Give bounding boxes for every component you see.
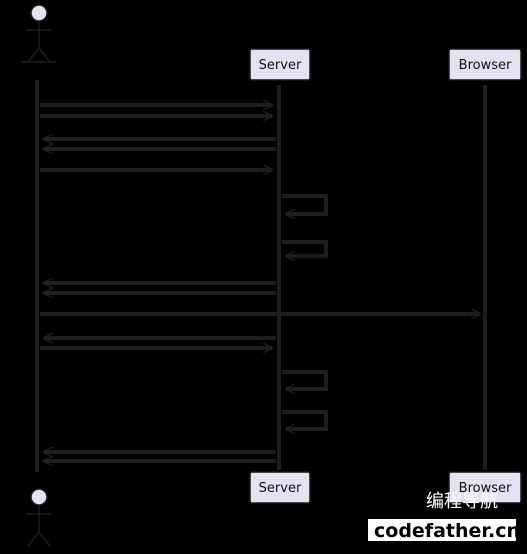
server-self-call-1 bbox=[282, 194, 328, 214]
browser-top-label: Browser bbox=[459, 58, 512, 73]
actor-bottom-icon bbox=[26, 488, 52, 547]
watermark-cn-text: 编程导航 bbox=[426, 491, 498, 512]
server-self-call-2 bbox=[282, 240, 328, 256]
watermark-url-text: codefather.cn bbox=[374, 520, 520, 542]
actor-top-icon bbox=[22, 4, 56, 63]
server-top-label: Server bbox=[259, 58, 302, 73]
server-top-box: Server bbox=[249, 48, 311, 81]
browser-bottom-box: Browser bbox=[448, 471, 522, 504]
server-self-call-4 bbox=[282, 410, 328, 429]
watermark: 编程导航 codefather.cn bbox=[368, 491, 520, 542]
browser-bottom-label: Browser bbox=[459, 481, 512, 496]
server-bottom-box: Server bbox=[249, 471, 311, 504]
server-self-call-3 bbox=[282, 370, 328, 389]
server-bottom-label: Server bbox=[259, 481, 302, 496]
message-arrows bbox=[40, 105, 480, 461]
browser-top-box: Browser bbox=[448, 48, 522, 81]
